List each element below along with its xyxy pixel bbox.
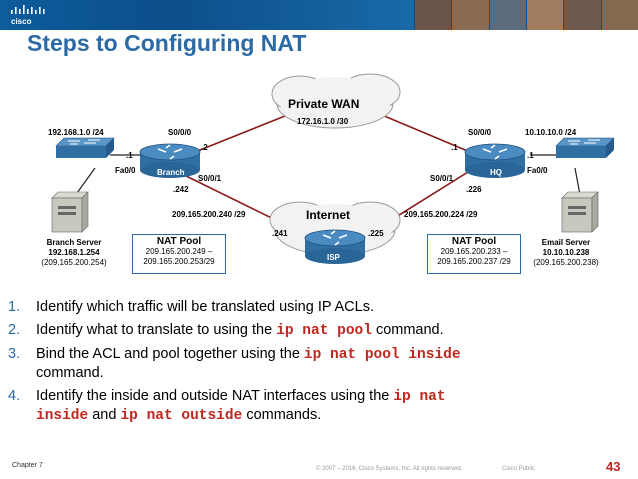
hq-fa00-host: .1 bbox=[527, 151, 534, 160]
page-number: 43 bbox=[606, 459, 621, 474]
footer-copyright: © 2007 – 2016, Cisco Systems, Inc. All r… bbox=[316, 466, 463, 472]
branch-router-label: Branch bbox=[157, 168, 185, 177]
hq-nat-pool-title: NAT Pool bbox=[451, 236, 497, 247]
step-command: inside bbox=[36, 408, 89, 424]
branch-nat-pool-range-1: 209.165.200.249 – bbox=[145, 247, 213, 256]
private-wan-title: Private WAN bbox=[288, 97, 360, 111]
private-wan-cloud bbox=[271, 73, 401, 129]
isp-right-host: .225 bbox=[368, 229, 384, 238]
step-command: ip nat pool inside bbox=[303, 347, 461, 363]
footer-chapter: Chapter 7 bbox=[12, 462, 43, 469]
internet-title: Internet bbox=[306, 208, 351, 222]
diagram-canvas bbox=[51, 73, 615, 264]
hq-router-icon bbox=[464, 143, 526, 178]
step-number: 4. bbox=[8, 388, 21, 404]
link-hq-privatewan bbox=[369, 109, 471, 153]
step-text-pre: Identify what to translate to using the bbox=[36, 322, 277, 338]
step-item: 3. Bind the ACL and pool together using … bbox=[8, 345, 628, 382]
branch-router-icon bbox=[139, 143, 201, 178]
branch-switch-icon bbox=[55, 137, 115, 158]
hq-s001-host: .226 bbox=[466, 185, 482, 194]
email-server-name: Email Server bbox=[541, 238, 591, 247]
hq-switch-icon bbox=[555, 137, 615, 158]
step-number: 3. bbox=[8, 346, 21, 362]
step-command: ip nat pool bbox=[276, 323, 372, 339]
hq-s000-label: S0/0/0 bbox=[468, 128, 492, 137]
step-text-post: commands. bbox=[242, 407, 322, 423]
network-diagram: Private WAN 172.16.1.0 /30 Internet Bran… bbox=[0, 60, 638, 292]
branch-server-label: Branch Server 192.168.1.254 (209.165.200… bbox=[28, 238, 120, 268]
step-text-mid: and bbox=[88, 407, 121, 423]
private-wan-subnet: 172.16.1.0 /30 bbox=[297, 117, 349, 126]
link-branch-privatewan bbox=[194, 109, 301, 153]
branch-fa00-host: .1 bbox=[126, 151, 133, 160]
branch-s001-host: .242 bbox=[173, 185, 189, 194]
step-item: 1. Identify which traffic will be transl… bbox=[8, 298, 628, 316]
step-text-pre: Identify the inside and outside NAT inte… bbox=[36, 388, 394, 404]
link-hq-server bbox=[574, 167, 581, 196]
branch-server-public-ip: (209.165.200.254) bbox=[41, 258, 107, 267]
footer-confidentiality: Cisco Public bbox=[502, 466, 536, 472]
hq-nat-pool-range-1: 209.165.200.233 – bbox=[440, 247, 508, 256]
email-server-label: Email Server 10.10.10.238 (209.165.200.2… bbox=[520, 238, 612, 268]
branch-nat-pool-range-2: 209.165.200.253/29 bbox=[143, 257, 215, 266]
hq-fa00-label: Fa0/0 bbox=[527, 166, 548, 175]
isp-router-icon bbox=[304, 229, 366, 264]
step-item: 2. Identify what to translate to using t… bbox=[8, 321, 628, 340]
hq-s000-host: .1 bbox=[451, 143, 458, 152]
branch-fa00-label: Fa0/0 bbox=[115, 166, 136, 175]
step-text: Identify which traffic will be translate… bbox=[36, 299, 374, 315]
branch-s000-label: S0/0/0 bbox=[168, 128, 192, 137]
step-command: ip nat bbox=[393, 389, 446, 405]
email-server-public-ip: (209.165.200.238) bbox=[533, 258, 599, 267]
hq-s001-label: S0/0/1 bbox=[430, 174, 454, 183]
branch-nat-pool-box: NAT Pool 209.165.200.249 – 209.165.200.2… bbox=[132, 234, 226, 274]
hq-nat-pool-range-2: 209.165.200.237 /29 bbox=[437, 257, 511, 266]
step-number: 1. bbox=[8, 299, 21, 315]
branch-s000-host: .2 bbox=[201, 143, 208, 152]
step-command: ip nat outside bbox=[120, 408, 243, 424]
page-title: Steps to Configuring NAT bbox=[27, 30, 307, 56]
branch-server-icon bbox=[51, 191, 89, 233]
branch-server-name: Branch Server bbox=[46, 238, 102, 247]
branch-lan-subnet: 192.168.1.0 /24 bbox=[48, 128, 104, 137]
branch-server-ip: 192.168.1.254 bbox=[48, 248, 100, 257]
banner-photos bbox=[414, 0, 638, 30]
step-text-pre: Bind the ACL and pool together using the bbox=[36, 346, 304, 362]
step-text-post: command. bbox=[36, 365, 104, 381]
cisco-logo: cisco bbox=[11, 5, 45, 26]
banner-gradient bbox=[0, 0, 420, 30]
step-text-post: command. bbox=[371, 322, 444, 338]
hq-router-label: HQ bbox=[490, 168, 502, 177]
isp-left-host: .241 bbox=[272, 229, 288, 238]
isp-router-label: ISP bbox=[327, 253, 340, 262]
step-item: 4. Identify the inside and outside NAT i… bbox=[8, 387, 628, 425]
email-server-icon bbox=[561, 191, 599, 233]
email-server-ip: 10.10.10.238 bbox=[542, 248, 590, 257]
logo-text: cisco bbox=[11, 17, 32, 26]
branch-nat-pool-title: NAT Pool bbox=[156, 236, 202, 247]
steps-list: 1. Identify which traffic will be transl… bbox=[8, 298, 628, 430]
branch-wan-subnet: 209.165.200.240 /29 bbox=[172, 210, 246, 219]
hq-lan-subnet: 10.10.10.0 /24 bbox=[525, 128, 577, 137]
hq-wan-subnet: 209.165.200.224 /29 bbox=[404, 210, 478, 219]
step-number: 2. bbox=[8, 322, 21, 338]
header-banner: cisco bbox=[0, 0, 638, 30]
hq-nat-pool-box: NAT Pool 209.165.200.233 – 209.165.200.2… bbox=[427, 234, 521, 274]
branch-s001-label: S0/0/1 bbox=[198, 174, 222, 183]
